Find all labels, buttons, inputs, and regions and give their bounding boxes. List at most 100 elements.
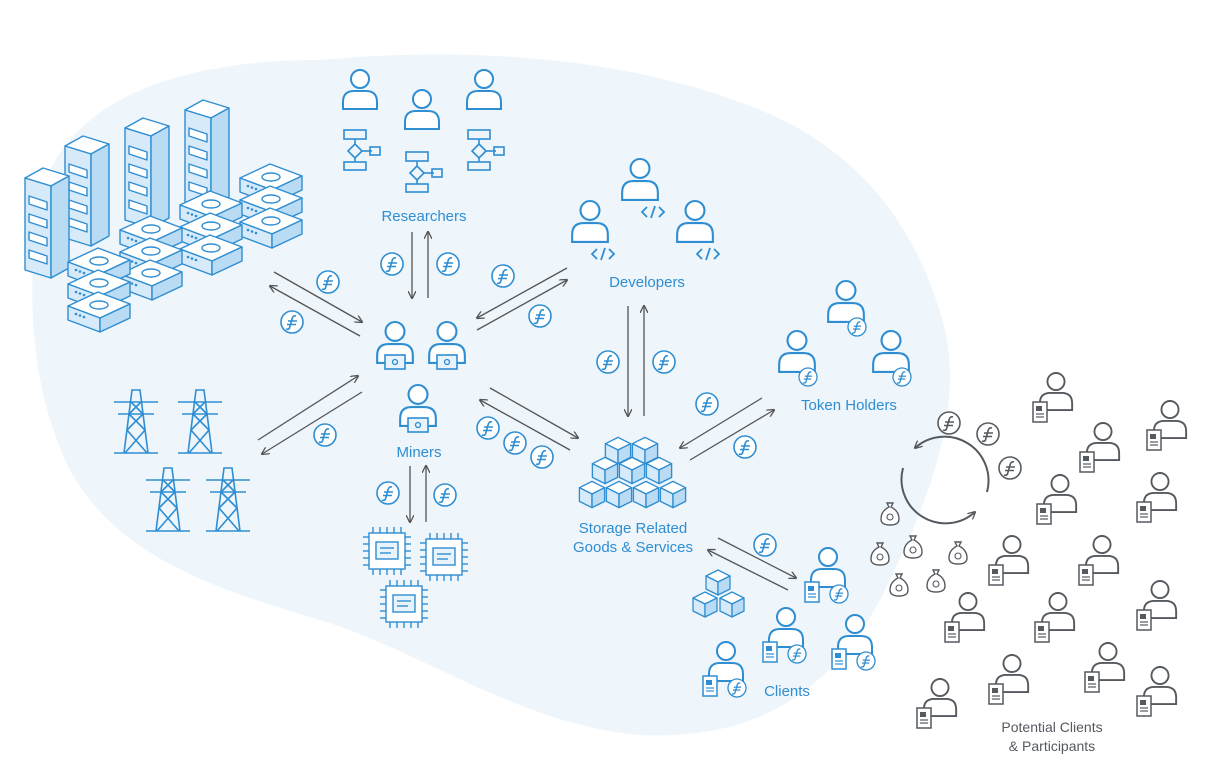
power-tower-icon (178, 389, 222, 454)
flow-arrow (262, 391, 363, 454)
filecoin-coin-icon (280, 310, 304, 334)
server-rack-icon (24, 167, 70, 279)
participant-person-icon (1038, 372, 1074, 412)
label-miners: Miners (396, 444, 442, 461)
label-storage-line1: Storage Related (578, 520, 688, 537)
participant-person-icon (1142, 472, 1178, 512)
label-clients: Clients (764, 683, 810, 700)
flow-arrow (257, 376, 358, 441)
document-icon (944, 621, 960, 643)
chip-icon (363, 527, 411, 575)
person-icon (571, 199, 609, 243)
participant-coin-icon (937, 411, 961, 435)
filecoin-coin-icon (652, 350, 676, 374)
flow-arrow (270, 286, 361, 337)
money-bag-icon (948, 541, 968, 565)
flowchart-icon (467, 129, 505, 171)
filecoin-coin-icon (892, 367, 912, 387)
storage-cube-icon (659, 480, 687, 509)
storage-cube-icon (631, 436, 659, 465)
server-unit-icon (119, 259, 183, 301)
storage-cube-icon (632, 480, 660, 509)
filecoin-coin-icon (856, 651, 876, 671)
filecoin-coin-icon (316, 270, 340, 294)
laptop-icon (384, 354, 406, 370)
flowchart-icon (405, 151, 443, 193)
participant-person-icon (1084, 535, 1120, 575)
filecoin-coin-icon (727, 678, 747, 698)
participant-person-icon (922, 678, 958, 718)
laptop-icon (407, 417, 429, 433)
icons-layer (24, 69, 1188, 729)
power-tower-icon (206, 467, 250, 532)
server-rack-icon (124, 117, 170, 229)
cycle-arrows-icon (900, 435, 990, 525)
power-tower-icon (146, 467, 190, 532)
label-potential-line1: Potential Clients (1001, 719, 1103, 735)
person-icon (466, 69, 502, 110)
storage-cube-icon (618, 456, 646, 485)
money-bag-icon (903, 535, 923, 559)
filecoin-coin-icon (528, 304, 552, 328)
document-icon (988, 683, 1004, 705)
money-bag-icon (880, 502, 900, 526)
chip-icon (420, 533, 468, 581)
storage-cube-icon (692, 591, 718, 618)
flow-arrow (476, 280, 567, 331)
server-rack-icon (184, 99, 230, 211)
filecoin-coin-icon (829, 584, 849, 604)
person-icon (872, 329, 910, 373)
filecoin-coin-icon (798, 367, 818, 387)
document-icon (1084, 671, 1100, 693)
filecoin-coin-icon (476, 416, 500, 440)
person-icon (621, 157, 659, 201)
person-icon (810, 547, 846, 588)
coins-layer (280, 252, 1022, 698)
filecoin-coin-icon (695, 392, 719, 416)
label-potential-clients: Potential Clients & Participants (1001, 718, 1102, 756)
document-icon (1146, 429, 1162, 451)
document-icon (702, 675, 718, 697)
chip-icon (380, 580, 428, 628)
label-developers: Developers (609, 274, 685, 291)
power-tower-icon (114, 389, 158, 454)
label-storage-goods-services: Storage Related Goods & Services (573, 519, 693, 557)
document-icon (1079, 451, 1095, 473)
label-potential-line2: & Participants (1008, 738, 1096, 754)
document-icon (1136, 695, 1152, 717)
participant-person-icon (1152, 400, 1188, 440)
document-icon (762, 641, 778, 663)
filecoin-coin-icon (596, 350, 620, 374)
storage-cube-icon (605, 480, 633, 509)
participant-person-icon (1042, 474, 1078, 514)
document-icon (1036, 503, 1052, 525)
flow-arrow (717, 537, 796, 578)
background-blob (32, 54, 950, 736)
server-unit-icon (179, 234, 243, 276)
filecoin-coin-icon (503, 431, 527, 455)
document-icon (1034, 621, 1050, 643)
document-icon (1032, 401, 1048, 423)
code-brackets-icon (640, 205, 666, 219)
participant-person-icon (1090, 642, 1126, 682)
person-icon (404, 89, 440, 130)
laptop-icon (436, 354, 458, 370)
storage-cube-icon (705, 569, 731, 596)
flow-arrow (477, 267, 568, 318)
document-icon (1136, 501, 1152, 523)
flow-arrow (708, 550, 789, 591)
storage-cube-icon (719, 591, 745, 618)
filecoin-coin-icon (376, 481, 400, 505)
document-icon (831, 648, 847, 670)
participant-person-icon (994, 535, 1030, 575)
filecoin-coin-icon (753, 533, 777, 557)
flow-arrow (489, 387, 578, 438)
server-rack-icon (64, 135, 110, 247)
filecoin-coin-icon (530, 445, 554, 469)
label-token-holders: Token Holders (801, 397, 897, 414)
storage-cube-icon (578, 480, 606, 509)
money-bag-icon (889, 573, 909, 597)
participant-person-icon (1142, 580, 1178, 620)
